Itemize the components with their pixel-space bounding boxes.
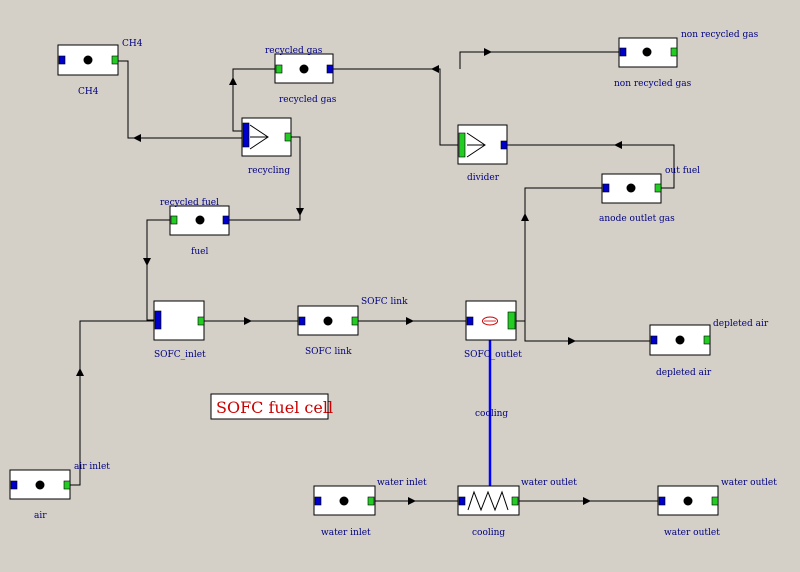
node-water-inlet[interactable] xyxy=(313,485,376,516)
label-depleted-air-bottom: depleted air xyxy=(656,368,712,378)
label-air-bottom: air xyxy=(34,511,47,521)
label-depleted-air-top: depleted air xyxy=(713,319,769,329)
node-non-recycled-gas[interactable] xyxy=(618,37,678,68)
source-icon xyxy=(83,55,93,65)
label-non-recycled-gas-bottom: non recycled gas xyxy=(614,79,692,89)
label-water-outlet-bottom: water outlet xyxy=(664,528,720,538)
label-ch4-top: CH4 xyxy=(122,39,143,49)
label-sofc-link-top: SOFC link xyxy=(361,297,408,307)
node-fuel[interactable] xyxy=(169,205,230,236)
sink-icon xyxy=(642,47,652,57)
diagram-title-text: SOFC fuel cell xyxy=(216,398,333,417)
label-anode-outlet-gas-top: out fuel xyxy=(665,166,700,176)
label-recycling: recycling xyxy=(248,166,290,176)
label-divider: divider xyxy=(467,173,500,183)
heat-exchanger-icon xyxy=(467,490,509,512)
sink-icon xyxy=(675,335,685,345)
wire-divider-to-recycled-gas[interactable] xyxy=(333,68,458,146)
wire-recycling-to-fuel[interactable] xyxy=(228,136,301,221)
sink-icon xyxy=(683,496,693,506)
source-icon xyxy=(35,480,45,490)
node-air[interactable] xyxy=(9,469,71,500)
fuel-cell-icon xyxy=(482,316,498,326)
node-depleted-air[interactable] xyxy=(649,324,711,356)
label-cooling-top: water outlet xyxy=(521,478,577,488)
wire-air-to-sofc-inlet[interactable] xyxy=(69,320,155,486)
wire-recycled-gas-to-recycling[interactable] xyxy=(232,68,275,132)
node-cooling[interactable] xyxy=(457,485,520,516)
source-icon xyxy=(339,496,349,506)
wire-fuel-to-sofc-inlet[interactable] xyxy=(146,219,171,321)
label-sofc-outlet: SOFC_outlet xyxy=(464,350,522,360)
mixer-icon xyxy=(249,124,269,150)
wire-sofc-outlet-to-anode-gas[interactable] xyxy=(515,187,603,322)
wire-divider-to-non-recycled-gas[interactable] xyxy=(459,51,619,69)
node-divider[interactable] xyxy=(457,124,508,165)
label-water-inlet-bottom: water inlet xyxy=(321,528,371,538)
label-fuel-top: recycled fuel xyxy=(160,198,219,208)
node-recycled-gas[interactable] xyxy=(274,53,334,84)
label-non-recycled-gas-top: non recycled gas xyxy=(681,30,759,40)
label-cooling-bottom: cooling xyxy=(472,528,505,538)
splitter-icon xyxy=(466,132,486,158)
node-sofc-link[interactable] xyxy=(297,305,359,336)
wire-ch4-to-recycling[interactable] xyxy=(118,60,242,139)
label-ch4-bottom: CH4 xyxy=(78,87,99,97)
labels: CH4 CH4 recycled gas recycled gas non re… xyxy=(34,30,777,538)
node-sofc-outlet[interactable] xyxy=(465,300,517,341)
sink-icon xyxy=(299,64,309,74)
node-sofc-inlet[interactable] xyxy=(153,300,205,341)
connections xyxy=(69,48,675,505)
link-icon xyxy=(323,316,333,326)
diagram-title[interactable]: SOFC fuel cell xyxy=(210,393,333,420)
node-ch4[interactable] xyxy=(57,44,119,76)
node-anode-outlet-gas[interactable] xyxy=(601,173,662,204)
node-recycling[interactable] xyxy=(241,117,292,157)
label-fuel-bottom: fuel xyxy=(191,247,208,257)
label-air-top: air inlet xyxy=(74,462,110,472)
label-water-outlet-top: water outlet xyxy=(721,478,777,488)
node-water-outlet[interactable] xyxy=(657,485,719,516)
label-sofc-link-bottom: SOFC link xyxy=(305,347,352,357)
link-icon xyxy=(195,215,205,225)
wire-sofc-outlet-to-depleted-air[interactable] xyxy=(524,321,651,342)
label-anode-outlet-gas-bottom: anode outlet gas xyxy=(599,214,675,224)
label-cooling-link: cooling xyxy=(475,409,508,419)
label-sofc-inlet: SOFC_inlet xyxy=(154,350,206,360)
wire-anode-outlet-to-divider[interactable] xyxy=(505,144,675,189)
label-recycled-gas-top: recycled gas xyxy=(265,46,323,56)
label-recycled-gas-bottom: recycled gas xyxy=(279,95,337,105)
source-icon xyxy=(626,183,636,193)
label-water-inlet-top: water inlet xyxy=(377,478,427,488)
